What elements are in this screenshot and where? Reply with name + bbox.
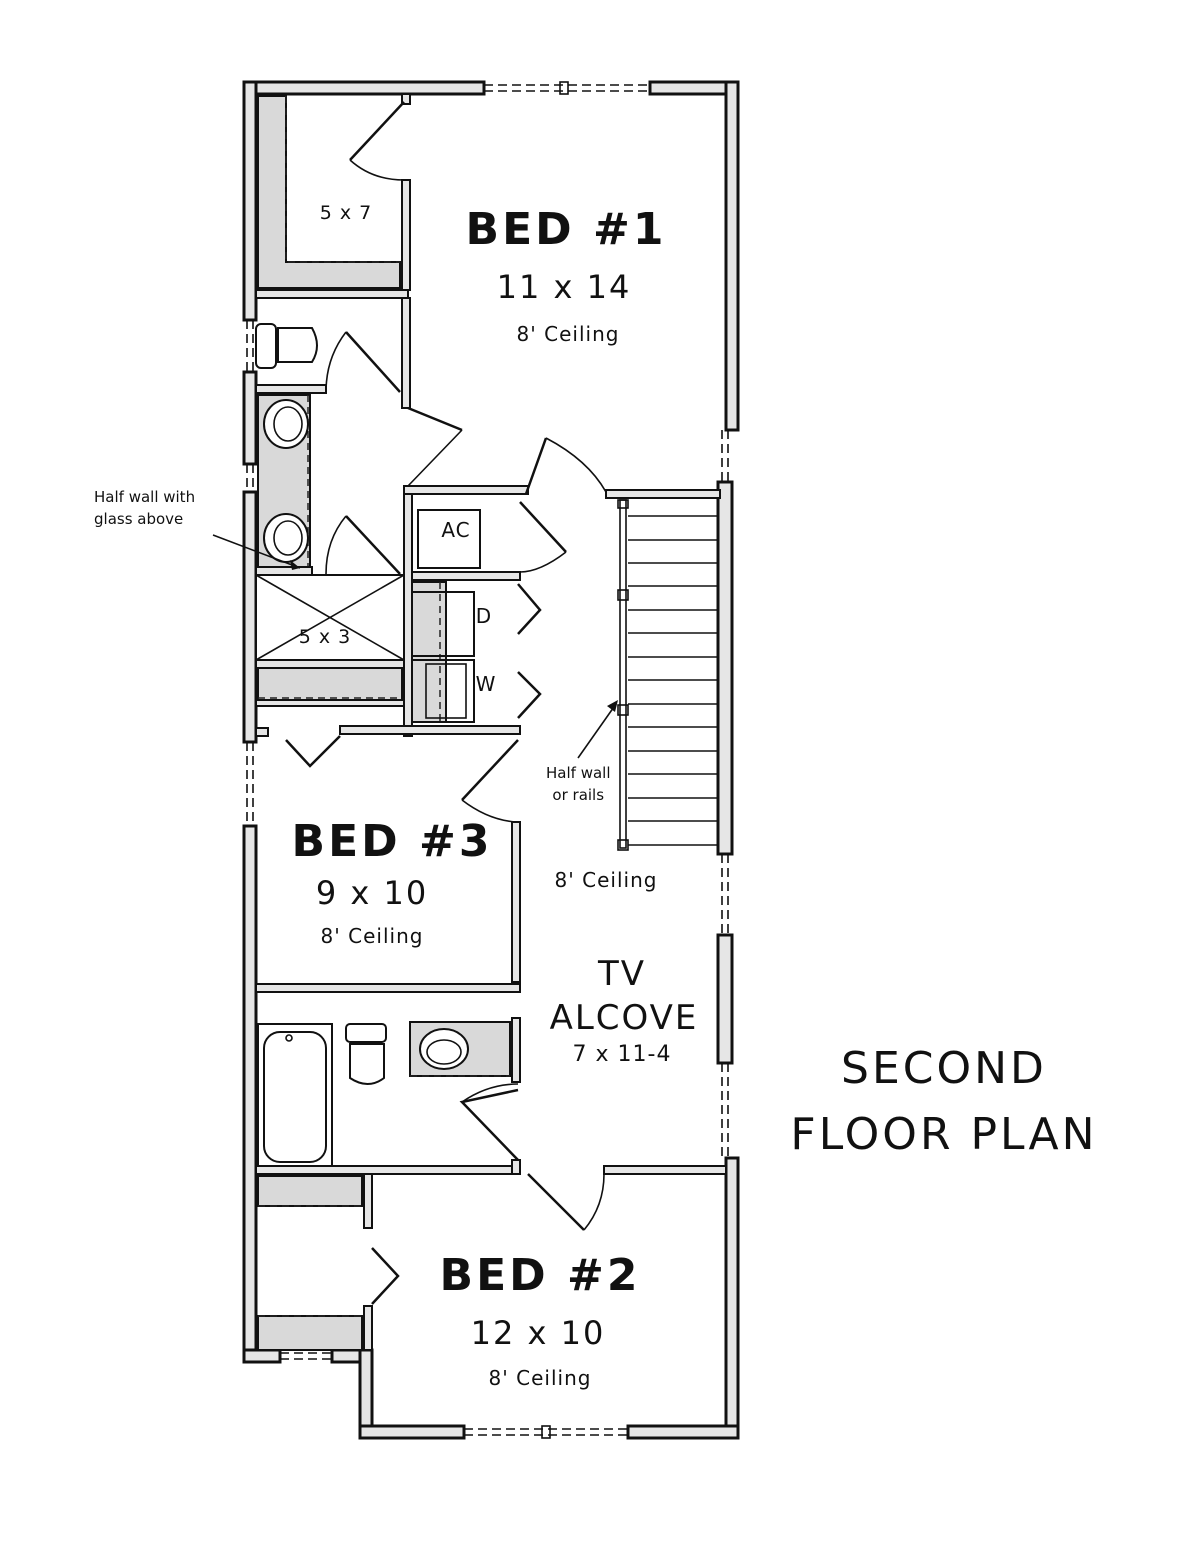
room-dims-bed-2: 12 x 10 <box>470 1314 606 1352</box>
annotation-leaders <box>212 534 618 759</box>
windows <box>246 81 729 1439</box>
plan-title-line2: FLOOR PLAN <box>790 1109 1098 1160</box>
plan-title-line1: SECOND <box>841 1043 1047 1094</box>
dryer-label: D <box>475 604 493 628</box>
sink-fixtures <box>263 399 309 563</box>
room-dims-bed-3: 9 x 10 <box>315 874 429 912</box>
ceiling-height-bed-2: 8' Ceiling <box>488 1366 592 1390</box>
washer-label: W <box>475 672 497 696</box>
ac-unit-label: AC <box>441 518 471 542</box>
interior-walls <box>255 93 727 1351</box>
note-half-wall-rails: Half wall or rails <box>546 764 611 804</box>
room-dims-tv-alcove: 7 x 11-4 <box>572 1042 672 1067</box>
room-name-tv-alcove-line2: ALCOVE <box>549 998 699 1038</box>
room-dims-bed-1: 11 x 14 <box>496 268 632 306</box>
exterior-walls <box>242 80 740 1440</box>
doors <box>285 101 607 1305</box>
toilet-fixtures <box>255 323 387 1085</box>
closet-dims-bed-1: 5 x 7 <box>319 202 373 224</box>
room-name-tv-alcove-line1: TV <box>597 954 647 994</box>
room-name-bed-1: BED #1 <box>465 204 667 255</box>
staircase <box>605 489 721 851</box>
ceiling-height-bed-3: 8' Ceiling <box>320 924 424 948</box>
shower-dims: 5 x 3 <box>298 626 352 648</box>
ceiling-height-hall: 8' Ceiling <box>554 868 658 892</box>
room-name-bed-2: BED #2 <box>439 1250 641 1301</box>
ceiling-height-bed-1: 8' Ceiling <box>516 322 620 346</box>
room-name-bed-3: BED #3 <box>291 816 493 867</box>
note-half-wall-glass: Half wall with glass above <box>94 488 196 528</box>
